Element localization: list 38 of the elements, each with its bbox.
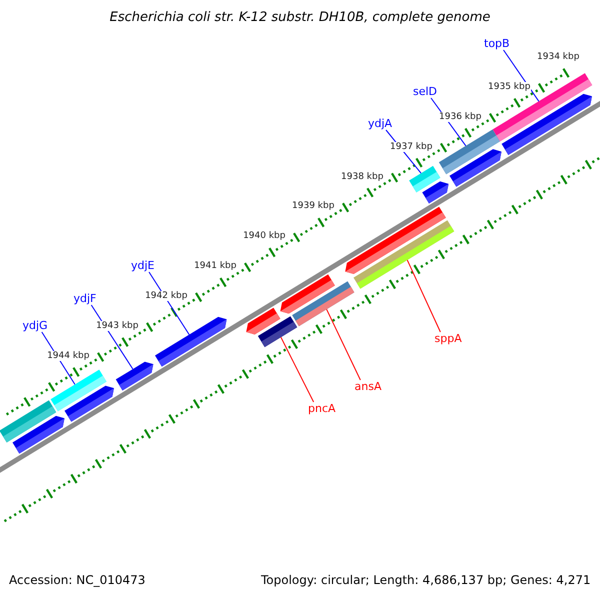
gene-label: ydjG [22, 318, 48, 332]
gene-bar [116, 362, 154, 390]
scale-label: 1940 kbp [242, 231, 286, 242]
scale-label: 1936 kbp [438, 112, 482, 122]
scale-label: 1939 kbp [291, 201, 336, 212]
scale-label: 1934 kbp [536, 52, 580, 62]
footer-text: Topology: circular; Length: 4,686,137 bp; Genes: 4,271 [261, 573, 591, 587]
gene-label: ydjF [74, 292, 96, 304]
gene-bar [12, 416, 64, 454]
gene-label: sppA [434, 332, 462, 344]
gene-bar [155, 316, 227, 367]
leader-line [148, 272, 190, 336]
leader-line [280, 336, 314, 402]
scale-label: 1943 kbp [95, 321, 140, 332]
gene-label: ansA [354, 380, 382, 392]
footer-text: Accession: NC_010473 [9, 573, 146, 587]
gene-bar [64, 386, 114, 422]
scale-label: 1935 kbp [487, 82, 532, 92]
scale-label: 1938 kbp [340, 172, 384, 182]
gene-bar [450, 149, 502, 187]
gene-label: pncA [308, 402, 336, 414]
leader-line [503, 50, 540, 102]
scale-label: 1944 kbp [46, 351, 90, 361]
scale-label: 1942 kbp [144, 291, 188, 302]
scale-label: 1941 kbp [193, 261, 238, 272]
title: Escherichia coli str. K-12 substr. DH10B, complete genome [108, 10, 492, 25]
gene-label: topB [484, 36, 510, 50]
gene-bar [502, 94, 592, 155]
leader-line [326, 308, 361, 380]
leader-line [406, 260, 441, 332]
gene-bar [354, 220, 454, 289]
gene-bar [258, 316, 298, 348]
scale-label: 1937 kbp [389, 142, 434, 152]
gene-bar [422, 181, 449, 204]
gene-label: selD [413, 84, 438, 98]
gene-label: ydjE [131, 258, 154, 272]
gene-label: ydjA [368, 116, 392, 130]
gene-bar [292, 281, 354, 326]
